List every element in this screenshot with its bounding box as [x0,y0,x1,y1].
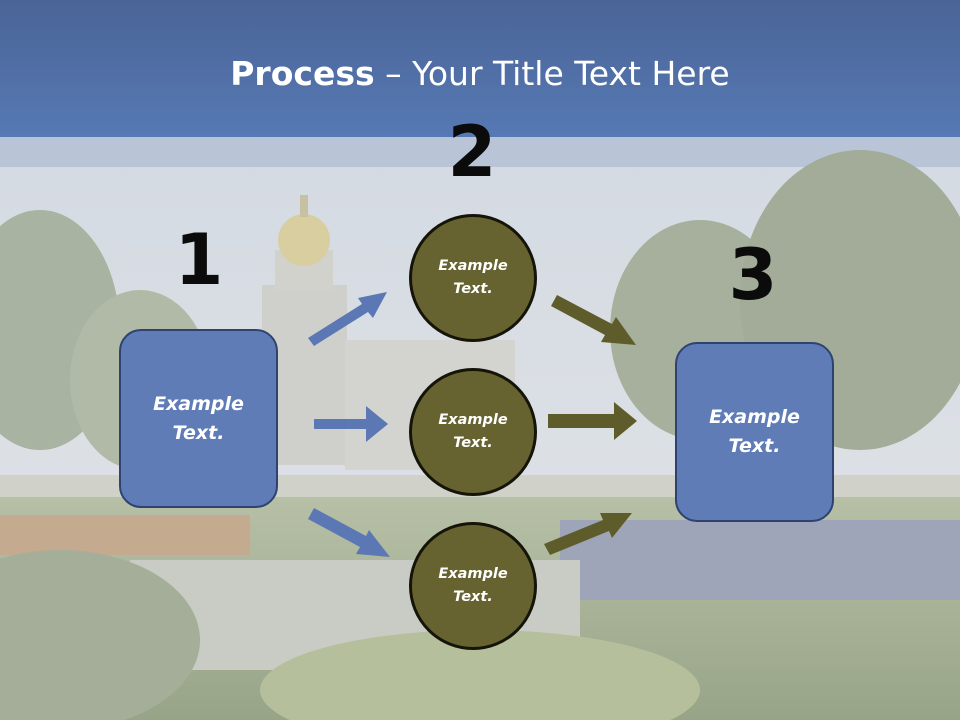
step-1-line2: Text. [172,421,225,444]
slide-title: Process – Your Title Text Here [0,52,960,96]
title-bold: Process [230,54,375,93]
step-3-line1: Example [709,406,800,428]
step-1-text: Example Text. [153,390,244,448]
circle-1-line2: Text. [453,281,493,297]
title-rest: – Your Title Text Here [374,54,730,93]
circle-3-text: Example Text. [438,563,507,609]
step-number-1: 1 [174,219,224,301]
step-3-box: Example Text. [675,342,834,522]
circle-1-line1: Example [438,258,508,274]
circle-2-text: Example Text. [438,409,507,455]
circle-3-line2: Text. [453,589,493,605]
step-3-line2: Text. [728,435,781,457]
circle-2-line2: Text. [453,435,493,451]
step-number-2: 2 [447,111,497,193]
step-2-circle-1: Example Text. [409,214,537,342]
step-number-3: 3 [728,234,778,316]
circle-2-line1: Example [438,412,508,428]
step-2-circle-3: Example Text. [409,522,537,650]
circle-3-line1: Example [438,566,508,582]
title-bar [0,0,960,137]
circle-1-text: Example Text. [438,255,507,301]
step-1-box: Example Text. [119,329,278,508]
step-3-text: Example Text. [709,403,800,461]
step-1-line1: Example [153,392,244,415]
step-2-circle-2: Example Text. [409,368,537,496]
